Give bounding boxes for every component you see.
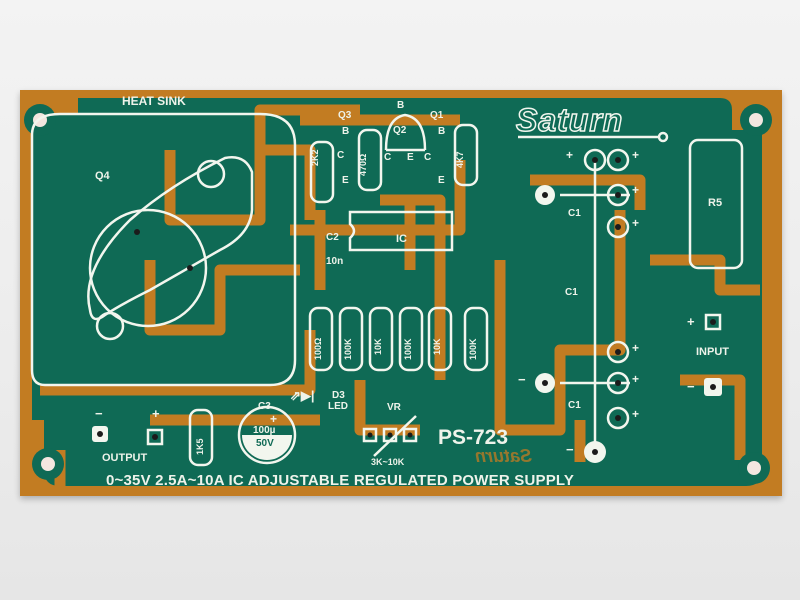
output-plus: +	[152, 406, 160, 421]
mirrored-brand-text: Saturn	[475, 446, 533, 466]
c1-plus-6: +	[632, 372, 640, 386]
q1-label: Q1	[430, 110, 444, 121]
vr-range: 3K~10K	[371, 457, 405, 467]
c1-label-top: C1	[568, 208, 581, 219]
resistor-100k-1: 100K	[343, 338, 353, 360]
resistor-10k-1: 10K	[373, 338, 383, 355]
q1-pin-b: B	[438, 126, 446, 137]
c2-value: 10n	[326, 256, 344, 267]
brand-logo: Saturn	[515, 101, 624, 139]
led-symbol-icon: ⇗▶|	[290, 388, 315, 403]
d3-label: D3	[332, 390, 345, 401]
input-plus: +	[687, 314, 695, 329]
c3-value: 100µ	[253, 425, 276, 436]
led-label: LED	[328, 401, 348, 412]
resistor-1k5: 1K5	[195, 438, 205, 455]
q3-pin-c: C	[337, 150, 345, 161]
resistor-10k-2: 10K	[432, 338, 442, 355]
c1-plus-3: +	[632, 183, 640, 197]
q2-pin-e: E	[407, 152, 414, 163]
resistor-2k2: 2K2	[310, 149, 320, 166]
q4-label: Q4	[95, 170, 110, 182]
ic-label: IC	[396, 233, 407, 245]
pcb-board: HEAT SINK Q4 Q3 B Q2 Q1 B C E C E B C E …	[20, 90, 782, 496]
resistor-100r: 100Ω	[313, 337, 323, 360]
c1-minus-1: −	[518, 372, 526, 387]
resistor-470: 470Ω	[358, 153, 368, 176]
c1-minus-2: −	[566, 442, 574, 457]
q1-pin-e: E	[438, 175, 445, 186]
output-label: OUTPUT	[102, 452, 148, 464]
q3-pin-b: B	[342, 126, 350, 137]
q1-pin-c: C	[424, 152, 432, 163]
c3-plus: +	[270, 412, 278, 426]
heat-sink-label: HEAT SINK	[122, 94, 186, 108]
input-minus: −	[687, 379, 695, 394]
resistor-100k-2: 100K	[403, 338, 413, 360]
q3-pin-e: E	[342, 175, 349, 186]
resistor-4k7: 4K7	[455, 151, 465, 168]
c1-plus-1: +	[566, 148, 574, 162]
r5-label: R5	[708, 197, 723, 209]
q2-pin-c: C	[384, 152, 392, 163]
pcb-artwork	[24, 98, 772, 486]
c2-label: C2	[326, 232, 339, 243]
c3-label: C3	[258, 401, 271, 412]
output-minus: −	[95, 406, 103, 421]
q2-base-label: B	[397, 100, 405, 111]
resistor-100k-3: 100K	[468, 338, 478, 360]
c1-plus-7: +	[632, 407, 640, 421]
c1-label-mid: C1	[565, 287, 578, 298]
c1-plus-2: +	[632, 148, 640, 162]
c1-plus-5: +	[632, 341, 640, 355]
c1-label-bottom: C1	[568, 400, 581, 411]
q3-label: Q3	[338, 110, 352, 121]
c1-plus-4: +	[632, 216, 640, 230]
q2-label: Q2	[393, 125, 407, 136]
model-number: PS-723	[438, 426, 509, 449]
input-label: INPUT	[696, 346, 729, 358]
c3-voltage: 50V	[256, 438, 274, 449]
vr-label: VR	[387, 402, 401, 413]
board-title: 0~35V 2.5A~10A IC ADJUSTABLE REGULATED P…	[106, 472, 575, 489]
